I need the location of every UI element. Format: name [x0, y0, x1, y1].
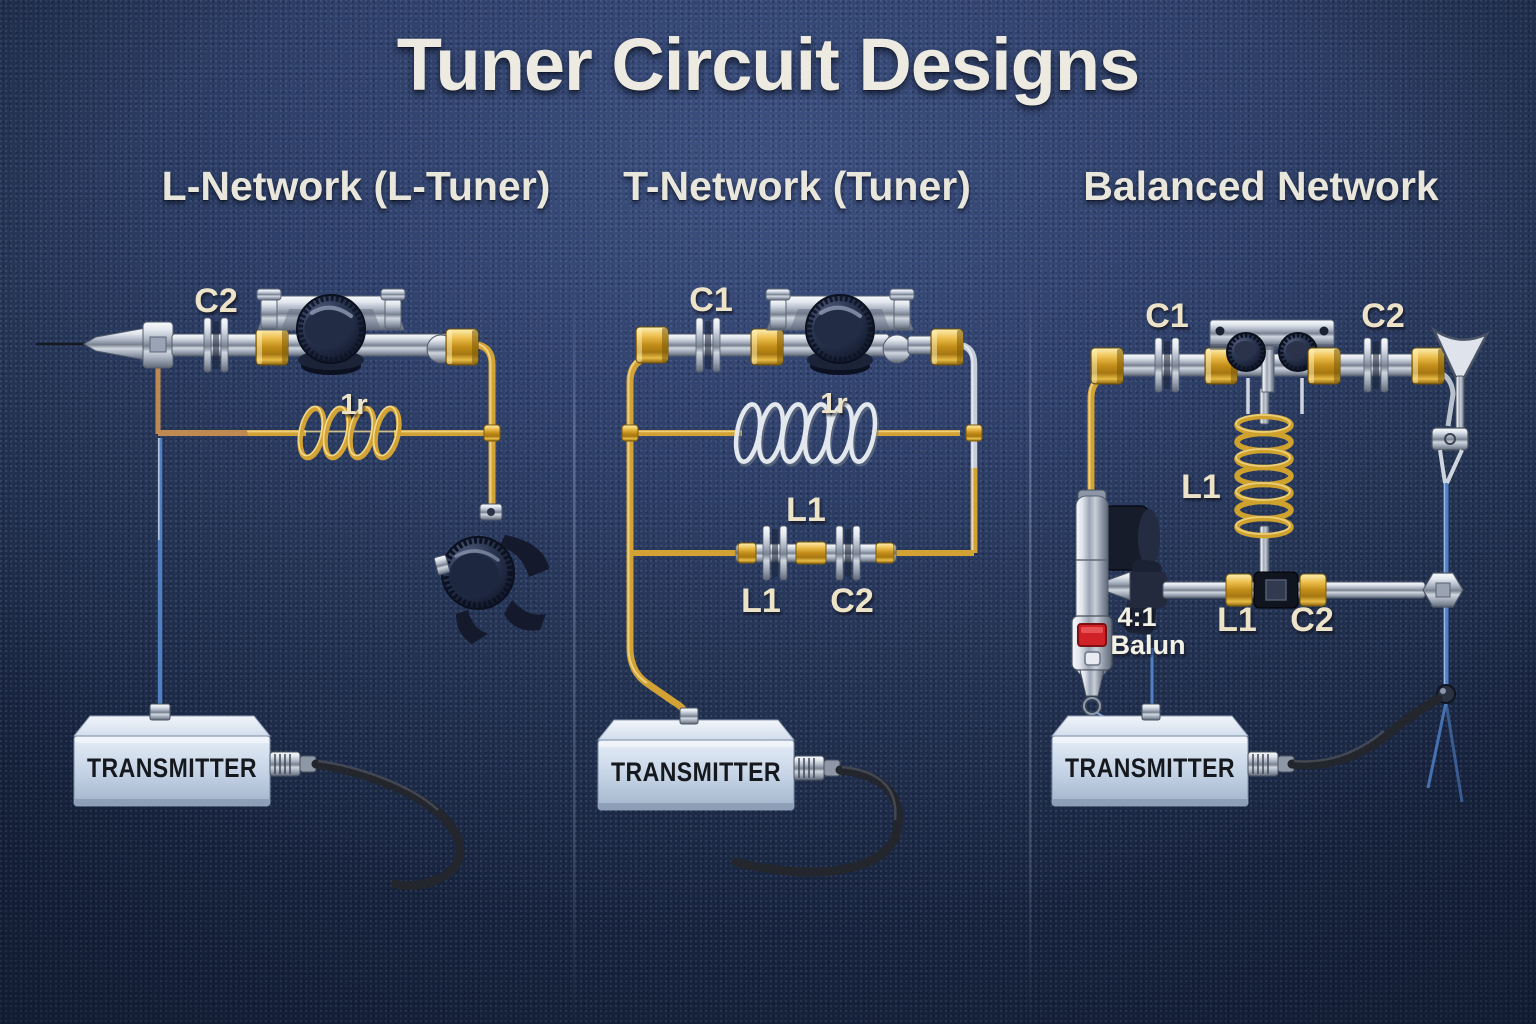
label-c2-bottom: C2 — [830, 582, 873, 620]
wire-junction — [483, 424, 501, 442]
tuning-knob — [806, 295, 874, 375]
antenna-probe-cone — [83, 327, 147, 361]
coax-cable — [311, 759, 465, 891]
t-network-transmitter: TRANSMITTER — [597, 707, 904, 877]
t-network-circuit: TRANSMITTER C1 1r L1 L1 C2 — [597, 281, 983, 877]
balanced-antenna-feed — [1431, 326, 1490, 704]
capacitor-plates-c2 — [835, 525, 861, 581]
l-network-transmitter: TRANSMITTER — [73, 703, 465, 891]
wire-terminal — [149, 703, 171, 721]
label-coil: 1r — [820, 388, 847, 420]
coax-cable — [731, 765, 904, 877]
label-c2: C2 — [194, 282, 237, 320]
t-network-bottom-row — [735, 525, 897, 581]
label-l1-bottom: L1 — [1217, 601, 1257, 639]
balanced-network-circuit: TRANSMITTER C1 C2 L1 L1 C2 4:1 Balun — [1051, 297, 1490, 807]
capacitor-plates-c1 — [695, 317, 721, 373]
gold-ferrule — [445, 328, 479, 366]
dual-knob-bracket — [1209, 319, 1335, 347]
gold-ferrule — [1411, 347, 1445, 385]
l-network-wires — [155, 341, 501, 708]
t-network-inductor-coil — [733, 402, 879, 467]
t-network-capacitor-assembly — [635, 288, 964, 375]
gold-ferrule — [750, 328, 784, 366]
capacitor-plates-c2 — [1363, 337, 1389, 393]
antenna-fork — [1431, 326, 1490, 380]
label-coil: 1r — [340, 389, 367, 421]
gold-ferrule — [930, 328, 964, 366]
label-c1: C1 — [1145, 297, 1188, 335]
balanced-capacitor-assembly — [1090, 319, 1445, 414]
heading-t-network: T-Network (Tuner) — [623, 163, 971, 209]
label-balun-ratio: 4:1 — [1117, 602, 1156, 632]
wire-junction — [621, 424, 639, 442]
label-balun-name: Balun — [1110, 630, 1185, 660]
l-network-secondary-knob — [433, 503, 549, 644]
wire-terminal — [679, 707, 699, 725]
transmitter-label: TRANSMITTER — [611, 757, 781, 787]
tuning-knob — [297, 295, 365, 375]
label-c2-bottom: C2 — [1290, 601, 1333, 639]
antenna-clamp — [1431, 427, 1469, 451]
gold-end-cap — [635, 326, 669, 364]
l-network-circuit: TRANSMITTER C2 1r — [36, 282, 549, 891]
label-c1: C1 — [689, 281, 732, 319]
t-network-wires — [621, 341, 983, 723]
transmitter-label: TRANSMITTER — [87, 753, 257, 783]
capacitor-plates-l1 — [762, 525, 788, 581]
heading-l-network: L-Network (L-Tuner) — [161, 163, 551, 209]
panel-divider-left — [573, 288, 576, 1024]
balun-bracket — [1127, 572, 1167, 608]
wire-terminal — [1141, 703, 1161, 721]
wire-junction — [965, 424, 983, 442]
label-c2: C2 — [1361, 297, 1404, 335]
transmitter-label: TRANSMITTER — [1065, 753, 1235, 783]
coax-cable — [1287, 694, 1443, 770]
capacitor-plates-c2 — [203, 317, 229, 373]
balanced-bottom-row — [1162, 571, 1464, 609]
panel-divider-right — [1029, 288, 1032, 1024]
dual-tuning-knob-left — [1226, 332, 1266, 372]
elbow-joint — [882, 334, 912, 364]
label-l1: L1 — [786, 491, 826, 529]
gold-ferrule — [1307, 347, 1341, 385]
gold-ferrule — [1299, 573, 1327, 607]
capacitor-plates-c1 — [1154, 337, 1180, 393]
label-l1-bottom: L1 — [741, 582, 781, 620]
gold-ferrule — [1090, 347, 1124, 385]
feedline-clamp-nut — [1422, 572, 1464, 608]
l-network-capacitor-assembly — [36, 288, 479, 375]
balanced-transmitter: TRANSMITTER — [1051, 694, 1443, 807]
page-title: Tuner Circuit Designs — [396, 23, 1140, 106]
balun — [1071, 489, 1167, 719]
gold-ferrule — [1225, 573, 1253, 607]
heading-balanced-network: Balanced Network — [1083, 163, 1439, 209]
label-l1-coil: L1 — [1181, 468, 1221, 506]
gold-ferrule — [255, 328, 289, 366]
l-network-inductor-coil — [297, 405, 402, 461]
bracket-pins — [1246, 378, 1304, 414]
balanced-inductor-coil — [1234, 387, 1294, 577]
